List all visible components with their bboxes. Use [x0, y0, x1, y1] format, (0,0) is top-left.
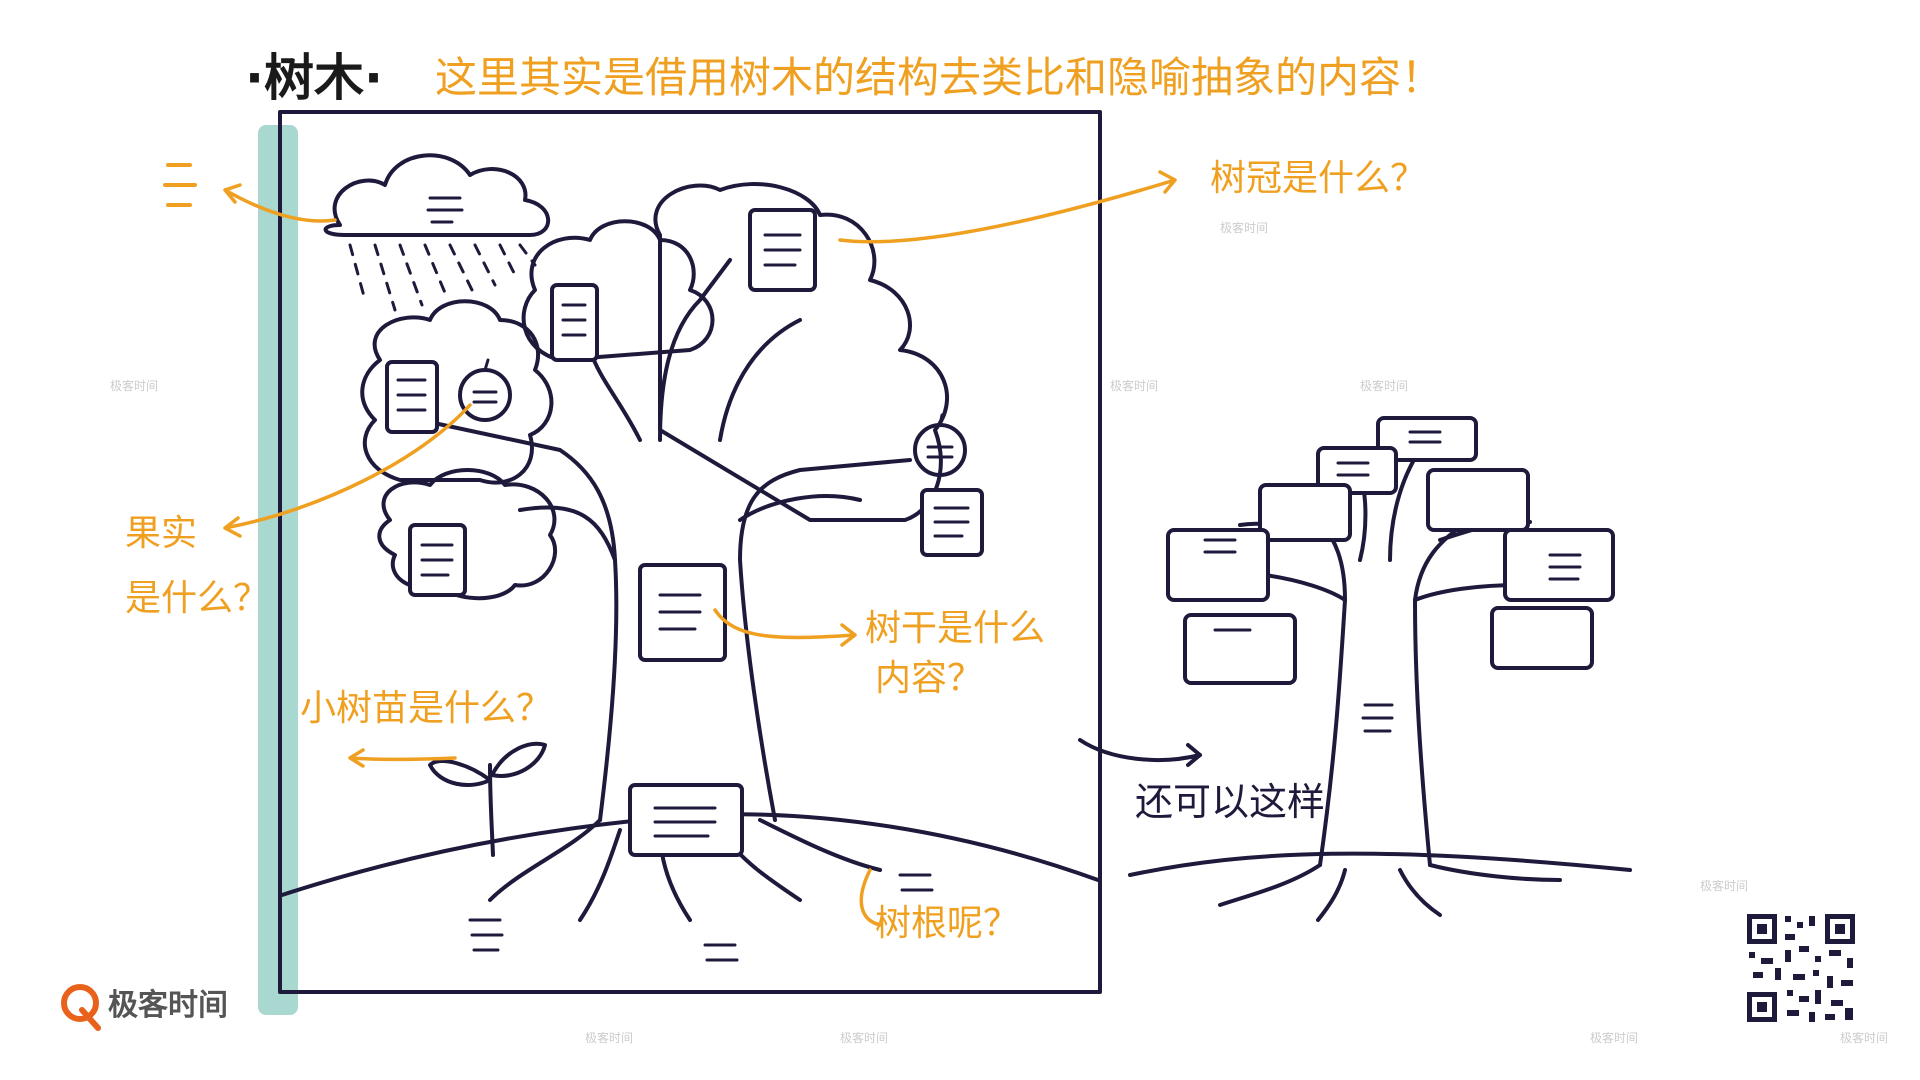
trunk-arrow — [713, 608, 857, 647]
note-card-crown-left — [550, 283, 599, 362]
note-card-branch-lower-left — [408, 523, 467, 597]
sapling-arrow — [348, 748, 457, 768]
title-subtitle: 这里其实是借用树木的结构去类比和隐喻抽象的内容！ — [435, 53, 1443, 102]
tree-canopy — [360, 182, 950, 601]
watermark: 极客时间 — [1110, 378, 1158, 393]
sapling-icon — [428, 741, 547, 857]
label-tree-what: 树冠是什么？ — [1210, 158, 1426, 199]
fruit-icon — [913, 413, 967, 477]
fruit-icon — [458, 358, 512, 422]
alternative-arrow — [1078, 738, 1202, 767]
note-card-branch-right — [920, 488, 984, 557]
fruit-arrow — [223, 403, 472, 538]
label-trunk-line1: 树干是什么 — [865, 608, 1045, 649]
note-card-trunk — [638, 563, 727, 662]
watermark: 极客时间 — [1220, 220, 1268, 235]
note-card-branch-left — [385, 360, 439, 434]
note-card-roots — [628, 783, 744, 857]
label-alternative: 还可以这样 — [1135, 780, 1325, 824]
note-lines-ground — [468, 873, 934, 962]
illustration-frame — [278, 110, 1102, 994]
logo — [61, 984, 101, 1031]
roots-arrow — [859, 868, 882, 927]
logo-text: 极客时间 — [108, 988, 228, 1023]
qr-code — [1745, 912, 1857, 1024]
label-roots: 树根呢？ — [875, 903, 1019, 944]
label-fruit-line1: 果实 — [125, 513, 197, 554]
alt-tree — [1128, 448, 1632, 922]
rain-icon — [348, 243, 537, 312]
label-trunk-line2: 内容？ — [875, 658, 983, 699]
watermark: 极客时间 — [840, 1030, 888, 1045]
watermark: 极客时间 — [1590, 1030, 1638, 1045]
watermark: 极客时间 — [1700, 878, 1748, 893]
cloud-icon — [323, 153, 551, 312]
note-lines-left — [163, 163, 197, 207]
crown-arrow — [838, 170, 1177, 244]
alt-tree-cards — [1166, 416, 1615, 685]
watermark: 极客时间 — [1360, 378, 1408, 393]
label-sapling: 小树苗是什么？ — [300, 688, 552, 729]
tree-trunk — [418, 258, 912, 822]
title-main: ·树木· — [245, 49, 383, 107]
watermark: 极客时间 — [585, 1030, 633, 1045]
note-card-crown-top — [748, 208, 817, 292]
watermark: 极客时间 — [110, 378, 158, 393]
label-fruit-line2: 是什么？ — [125, 578, 269, 619]
cloud-arrow — [223, 183, 337, 223]
watermark: 极客时间 — [1840, 1030, 1888, 1045]
